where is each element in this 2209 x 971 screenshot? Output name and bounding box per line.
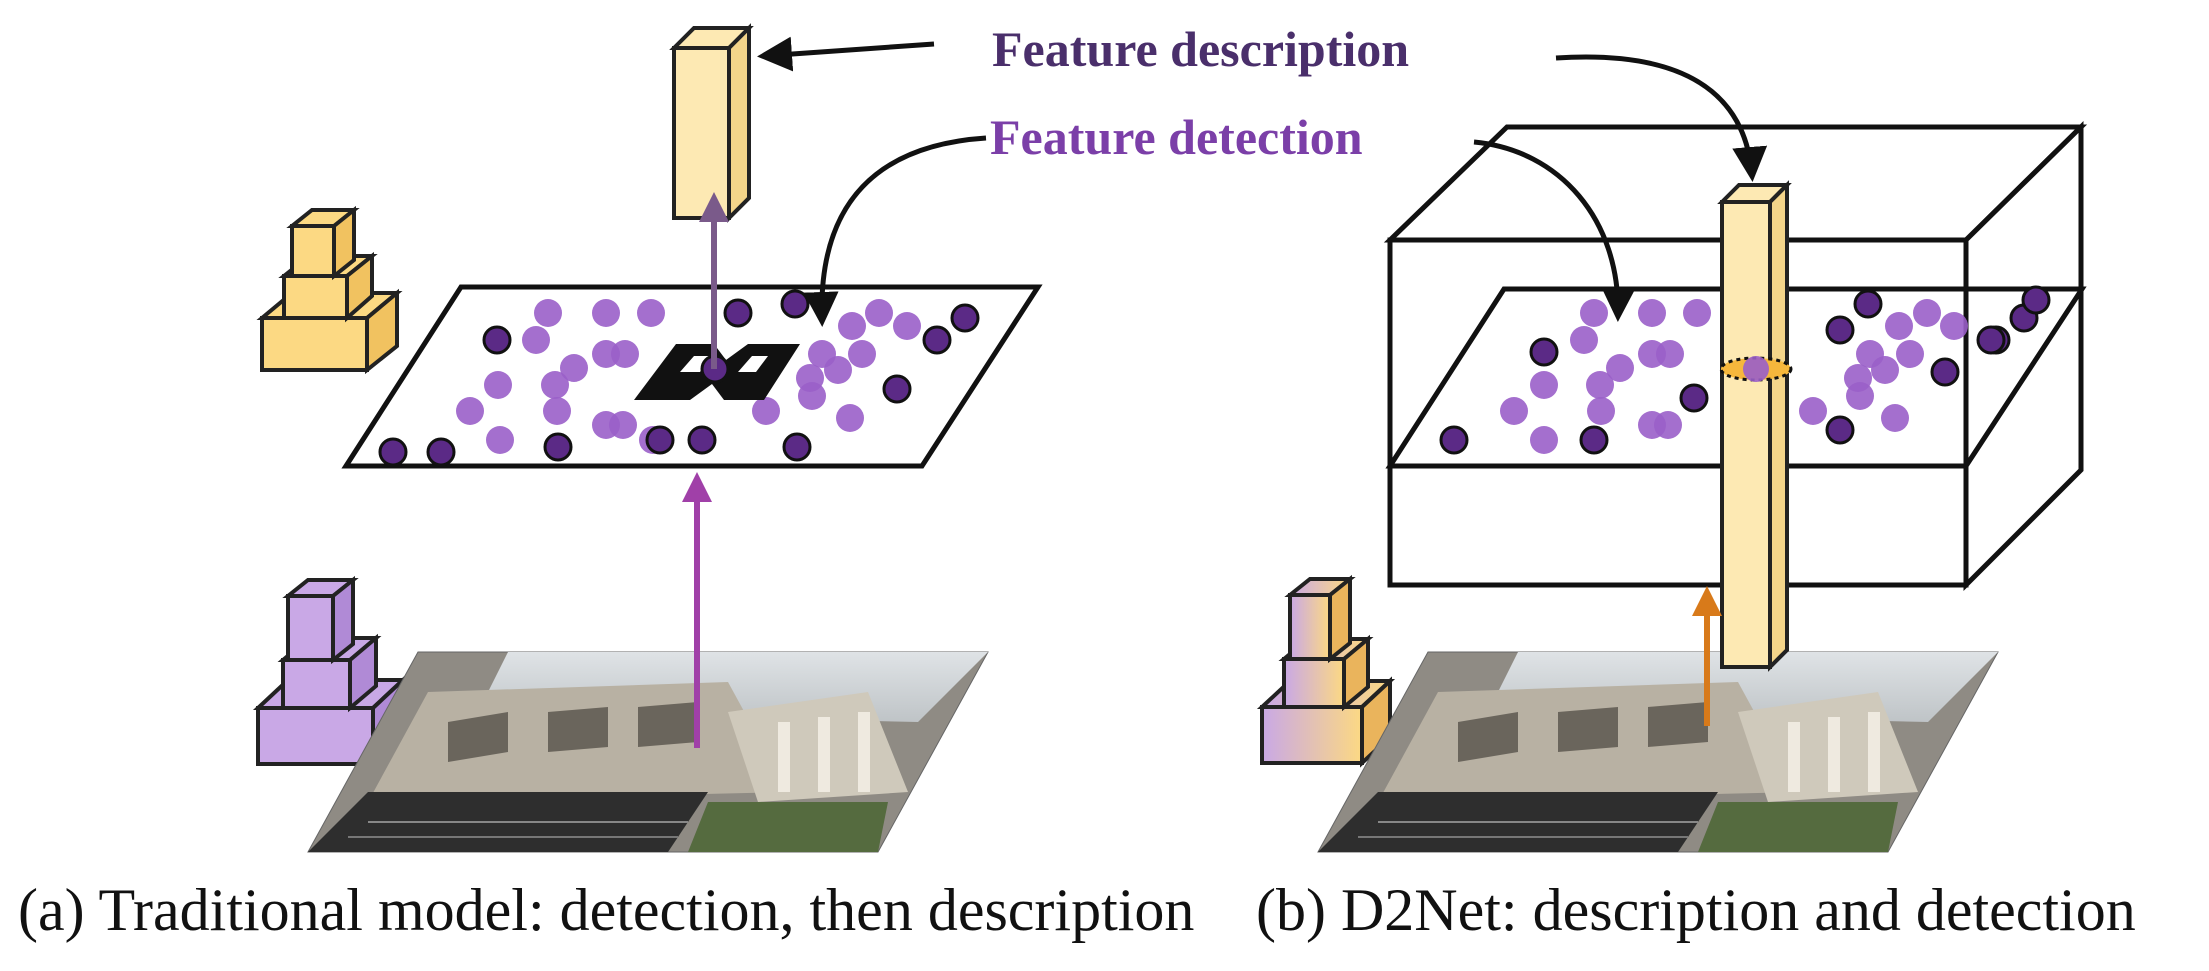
feature-point [484,371,512,399]
arrow-detection-label [803,135,987,327]
feature-point [1825,415,1855,445]
panel-b [1256,54,2088,853]
feature-point [836,404,864,432]
feature-point [922,325,952,355]
feature-point [1856,340,1884,368]
feature-point [534,299,562,327]
caption-a: (a) Traditional model: detection, then d… [18,877,1194,943]
feature-points-b [1439,285,2051,455]
feature-point [609,411,637,439]
building-photo-icon [1317,651,1999,853]
feature-point [1570,326,1598,354]
feature-point [637,299,665,327]
feature-point [838,312,866,340]
feature-point [950,303,980,333]
descriptor-column-icon [1717,180,1792,672]
feature-point [482,325,512,355]
feature-point [780,289,810,319]
arrow-description-label-b [1555,54,1768,182]
feature-point [893,312,921,340]
feature-point [1825,315,1855,345]
feature-point [1799,397,1827,425]
feature-points-a [378,289,980,467]
feature-point [1683,299,1711,327]
descriptor-column-icon [669,23,754,223]
feature-point [1976,325,2006,355]
feature-point [723,298,753,328]
feature-point [543,397,571,425]
feature-point [1530,426,1558,454]
feature-point [378,437,408,467]
feature-point [882,374,912,404]
cnn-pyramid-shared-icon [1256,574,1396,768]
panel-a [252,23,1043,853]
feature-point [611,340,639,368]
feature-point [808,340,836,368]
feature-detection-label: Feature detection [990,109,1363,165]
feature-point [456,397,484,425]
cnn-pyramid-yellow-icon [256,205,403,375]
arrow-description-label [757,36,935,72]
feature-point [592,299,620,327]
feature-point [1654,411,1682,439]
feature-point [522,326,550,354]
feature-point [1529,337,1559,367]
feature-point [1530,371,1558,399]
feature-point [1896,340,1924,368]
feature-point [1679,383,1709,413]
feature-point [1587,397,1615,425]
feature-point [1913,299,1941,327]
feature-point [1500,397,1528,425]
feature-point [1844,364,1872,392]
feature-description-label: Feature description [992,21,1409,77]
feature-point [2021,285,2051,315]
feature-point [1580,299,1608,327]
feature-point [848,340,876,368]
building-photo-icon [307,651,989,853]
feature-point [560,354,588,382]
feature-point [486,426,514,454]
arrow-detection-label-b [1473,139,1637,322]
feature-point [1586,371,1614,399]
feature-point [1940,312,1968,340]
feature-point [1853,289,1883,319]
feature-point [1743,356,1769,382]
feature-point [645,425,675,455]
feature-point [1606,354,1634,382]
feature-point [1579,425,1609,455]
feature-point [1638,299,1666,327]
caption-b: (b) D2Net: description and detection [1256,877,2136,943]
feature-point [1439,425,1469,455]
feature-point [752,397,780,425]
feature-point [1930,357,1960,387]
feature-point [1881,404,1909,432]
feature-point [426,437,456,467]
feature-point [782,432,812,462]
feature-point [687,425,717,455]
feature-point [541,371,569,399]
feature-point [865,299,893,327]
feature-point [1885,312,1913,340]
feature-point [796,364,824,392]
feature-point [543,432,573,462]
feature-point [1656,340,1684,368]
